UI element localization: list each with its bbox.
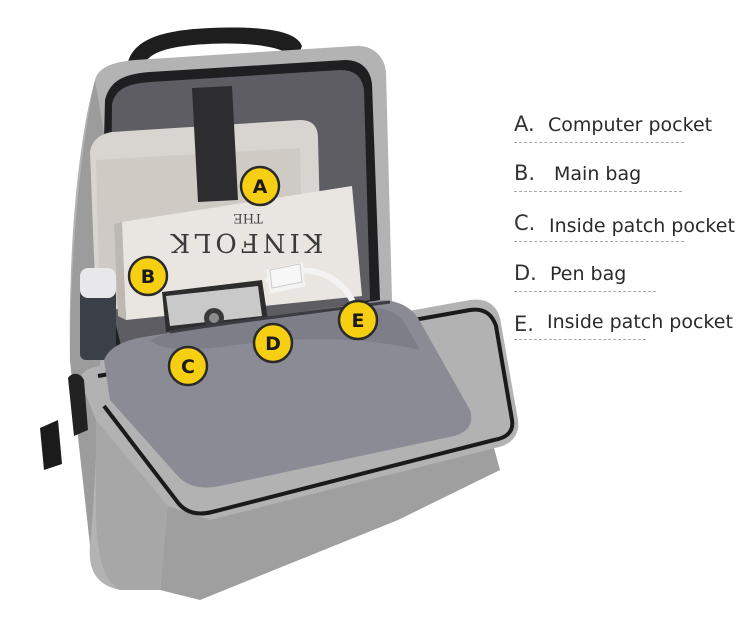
- marker-b: B: [127, 255, 169, 297]
- dashed-divider: [514, 191, 682, 192]
- legend-letter: D.: [514, 261, 537, 285]
- top-handle: [128, 27, 302, 68]
- water-bottle: [80, 268, 116, 360]
- svg-text:A: A: [253, 176, 268, 198]
- legend-letter: C.: [514, 211, 536, 235]
- legend-label: Computer pocket: [548, 114, 713, 136]
- legend-letter: E.: [514, 312, 534, 336]
- dashed-divider: [514, 241, 684, 242]
- svg-text:B: B: [141, 266, 155, 288]
- legend-label: Inside patch pocket: [549, 215, 735, 237]
- book-title-kinfolk: KINFOLK: [167, 227, 324, 257]
- dashed-divider: [514, 291, 656, 292]
- power-bank: [162, 280, 268, 332]
- svg-text:E: E: [352, 310, 365, 332]
- legend-label: Inside patch pocket: [547, 311, 733, 333]
- usb-port: [40, 420, 62, 470]
- legend-letter: A.: [514, 112, 535, 136]
- book-title-the: THE: [233, 210, 263, 225]
- marker-a: A: [239, 165, 281, 207]
- legend-label: Pen bag: [550, 263, 627, 285]
- svg-text:C: C: [181, 356, 195, 378]
- dashed-divider: [514, 339, 646, 340]
- flap-zipper: [97, 307, 515, 516]
- dashed-divider: [514, 142, 684, 143]
- legend-label: Main bag: [554, 163, 642, 185]
- legend-letter: B.: [514, 161, 536, 185]
- svg-text:D: D: [265, 333, 281, 355]
- marker-c: C: [167, 345, 209, 387]
- marker-d: D: [252, 322, 294, 364]
- marker-e: E: [337, 299, 379, 341]
- laptop-strap: [192, 86, 238, 202]
